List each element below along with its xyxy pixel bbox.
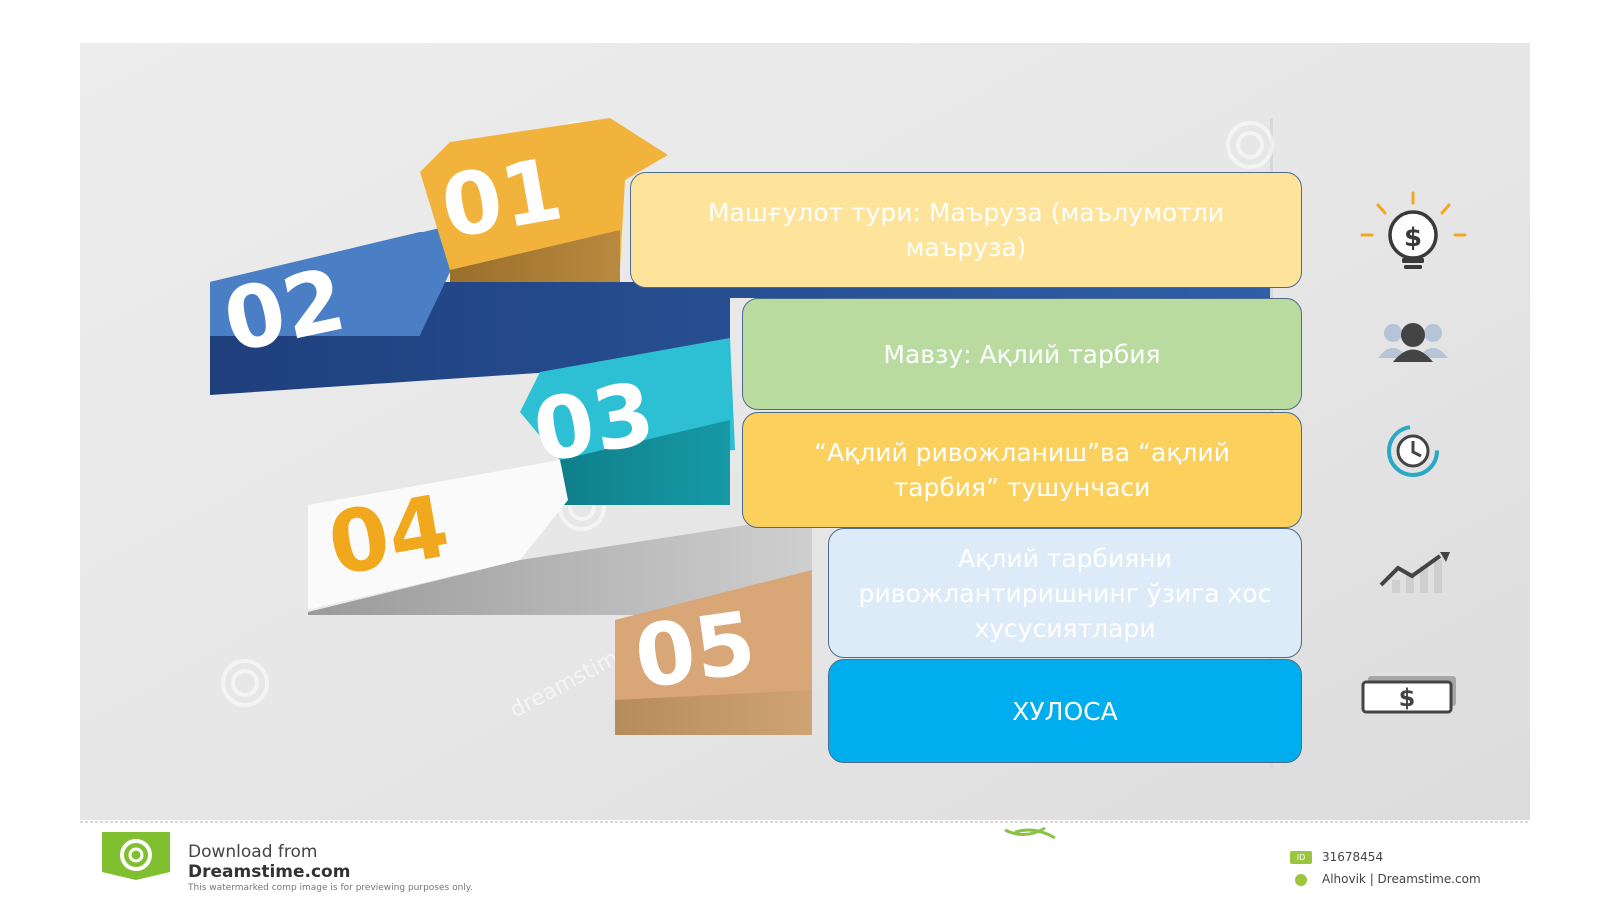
ribbon-05-band: [615, 690, 812, 735]
step-number-03: 03: [526, 363, 661, 482]
step-number-05: 05: [629, 593, 761, 709]
step-number-01: 01: [434, 139, 569, 258]
lightbulb-dollar-icon: $: [1360, 191, 1467, 269]
ribbon-05-tab: [615, 570, 812, 720]
step-box-02-text: Мавзу: Ақлий тарбия: [883, 339, 1161, 369]
scissors-icon: [1004, 826, 1056, 840]
ribbon-04-tab: [308, 460, 568, 610]
growth-chart-icon: [1379, 552, 1450, 593]
image-id: 31678454: [1322, 850, 1384, 864]
step-box-01-text: Машғулот тури: Маъруза (маълумотли маъру…: [707, 198, 1225, 262]
step-number-04: 04: [321, 476, 456, 595]
footer-attribution: Download from Dreamstime.com This waterm…: [188, 842, 473, 894]
author-icon: [1295, 874, 1307, 886]
svg-text:$: $: [1404, 223, 1422, 253]
ribbon-04-band: [308, 515, 812, 615]
image-id-row: ID 31678454: [1290, 850, 1383, 864]
site-name[interactable]: Dreamstime.com: [188, 862, 351, 882]
step-box-05: ХУЛОСА: [828, 659, 1302, 763]
download-label: Download from: [188, 842, 318, 862]
author-credit: Alhovik | Dreamstime.com: [1322, 872, 1481, 886]
step-box-01: Машғулот тури: Маъруза (маълумотли маъру…: [630, 172, 1302, 288]
step-box-03: “Ақлий ривожланиш”ва “ақлий тарбия” тушу…: [742, 412, 1302, 528]
footer-bar: [0, 820, 1600, 899]
team-icon: [1378, 323, 1448, 362]
id-badge: ID: [1290, 851, 1312, 864]
ribbon-01-tab: [420, 118, 668, 270]
ribbon-02-band: [210, 282, 1270, 395]
money-bill-icon: $: [1361, 676, 1456, 714]
disclaimer-text: This watermarked comp image is for previ…: [188, 883, 473, 893]
dreamstime-logo-icon: [102, 832, 170, 880]
step-numbers: 01 02 03 04 05: [216, 139, 762, 708]
step-box-05-text: ХУЛОСА: [1012, 696, 1118, 726]
step-number-02: 02: [216, 250, 354, 373]
ribbon-03-band: [560, 420, 730, 505]
clock-refresh-icon: [1387, 425, 1439, 477]
step-box-03-text: “Ақлий ривожланиш”ва “ақлий тарбия” тушу…: [814, 438, 1230, 502]
svg-text:$: $: [1399, 684, 1416, 712]
step-box-04: Ақлий тарбияни ривожлантиришнинг ўзига х…: [828, 528, 1302, 658]
ribbon-01-band: [450, 230, 620, 282]
step-box-04-text: Ақлий тарбияни ривожлантиришнинг ўзига х…: [858, 543, 1272, 643]
step-box-02: Мавзу: Ақлий тарбия: [742, 298, 1302, 410]
ribbon-03-tab: [520, 338, 735, 460]
author-name: Alhovik | Dreamstime.com: [1322, 872, 1481, 886]
